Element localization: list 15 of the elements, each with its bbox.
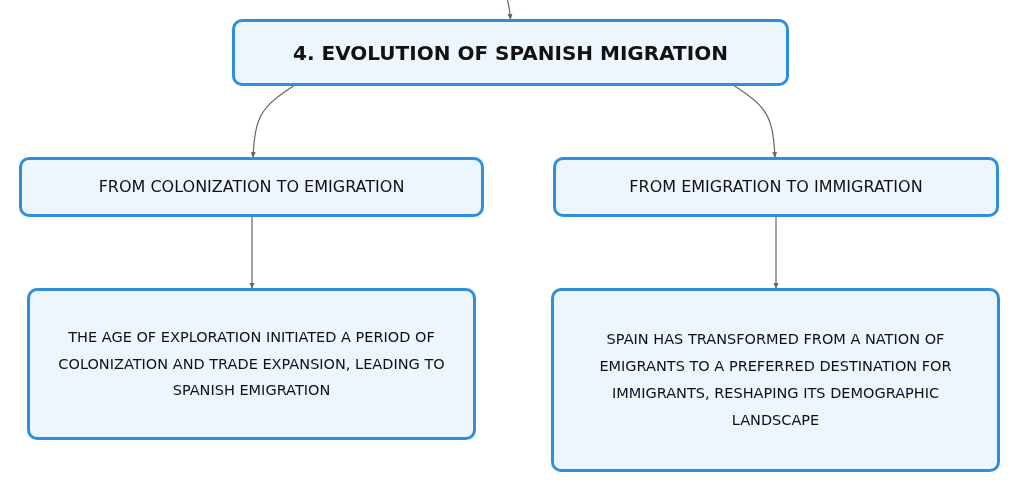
arrow xyxy=(250,84,296,158)
title-text: 4. EVOLUTION OF SPANISH MIGRATION xyxy=(293,39,728,66)
description-text: SPAIN HAS TRANSFORMED FROM A NATION OF EMIGRANTS TO A PREFERRED DESTINATION FOR IMMIGRANTS, RESHAPING ITS DEMOGRAPHIC LANDSCAPE xyxy=(598,330,953,430)
title-box xyxy=(232,19,789,86)
description-box xyxy=(27,288,476,440)
topic-box xyxy=(553,157,999,217)
arrow xyxy=(249,216,255,289)
topic-text: FROM COLONIZATION TO EMIGRATION xyxy=(98,176,405,198)
description-box xyxy=(551,288,1000,472)
description-text: THE AGE OF EXPLORATION INITIATED A PERIOD OF COLONIZATION AND TRADE EXPANSION, LEADING TO SPANISH EMIGRATION xyxy=(57,327,446,401)
topic-text: FROM EMIGRATION TO IMMIGRATION xyxy=(629,176,923,198)
arrow xyxy=(732,84,778,158)
topic-box xyxy=(19,157,484,217)
arrow xyxy=(506,0,513,20)
arrow xyxy=(773,216,779,289)
